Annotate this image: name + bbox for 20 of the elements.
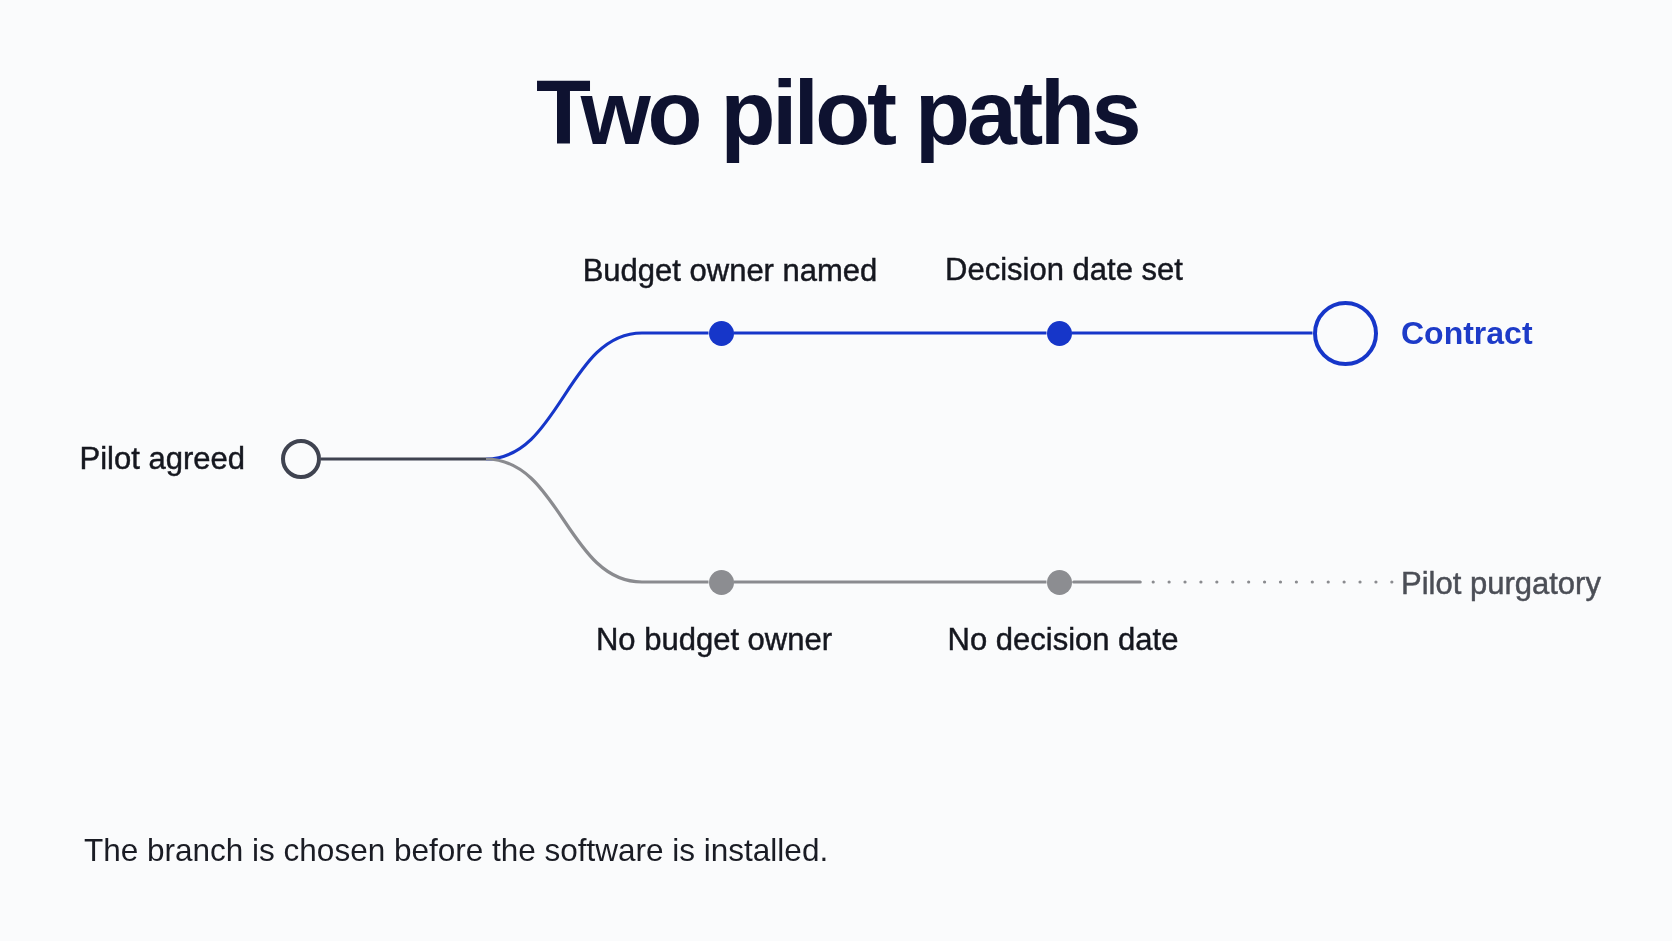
node-label: Contract <box>1401 313 1533 353</box>
node-label: Pilot agreed <box>79 440 245 478</box>
milestone-dot <box>708 569 734 595</box>
node-label: Decision date set <box>945 251 1183 289</box>
milestone-dot <box>1046 569 1072 595</box>
milestone-dot <box>708 320 734 346</box>
node-label: Budget owner named <box>582 252 878 290</box>
milestone-dot <box>1046 320 1072 346</box>
connector-line <box>1071 331 1313 335</box>
caption: The branch is chosen before the software is installed. <box>84 832 829 870</box>
node-label: No decision date <box>947 621 1179 659</box>
connector-line <box>321 457 486 461</box>
connector-line <box>485 457 709 584</box>
connector-line <box>485 331 709 461</box>
node-label: No budget owner <box>595 621 833 659</box>
connector-line <box>733 580 1047 584</box>
outcome-label: Pilot purgatory <box>1401 565 1601 603</box>
start-circle <box>281 439 321 479</box>
connector-line <box>733 331 1047 335</box>
title: Two pilot paths <box>534 62 1140 165</box>
